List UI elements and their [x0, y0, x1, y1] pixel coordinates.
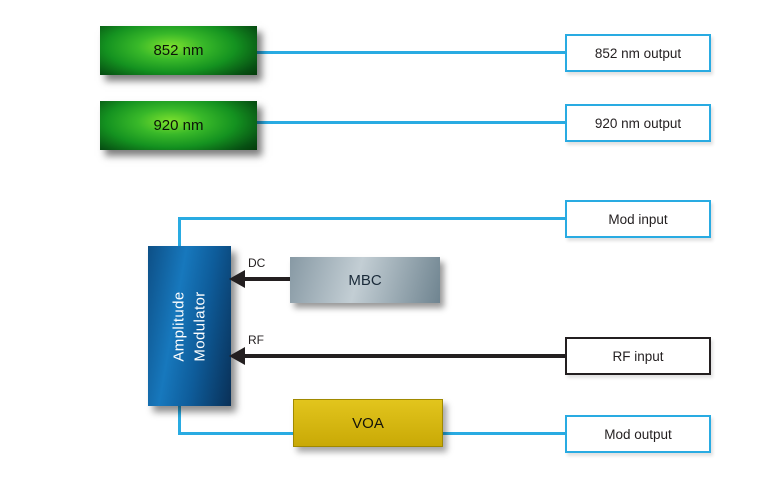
dc-arrowhead-icon — [229, 270, 245, 288]
rf-input-label: RF input — [612, 348, 664, 364]
dc-wire-label: DC — [248, 256, 266, 270]
laser-920-label: 920 nm — [153, 117, 204, 134]
wire-mod-output-vertical — [178, 404, 181, 435]
wire-920-to-output — [250, 121, 567, 124]
wire-mod-input-vertical — [178, 217, 181, 249]
voa-box: VOA — [293, 399, 443, 447]
mod-output-box: Mod output — [565, 415, 711, 453]
rf-wire-label: RF — [248, 333, 264, 347]
mod-input-label: Mod input — [608, 211, 668, 227]
laser-852-box: 852 nm — [100, 26, 257, 75]
wire-rf — [244, 354, 565, 358]
amplitude-modulator-box: Amplitude Modulator — [148, 246, 231, 406]
wire-dc — [244, 277, 292, 281]
output-852-box: 852 nm output — [565, 34, 711, 72]
output-920-box: 920 nm output — [565, 104, 711, 142]
amplitude-modulator-label: Amplitude Modulator — [148, 246, 231, 406]
laser-920-box: 920 nm — [100, 101, 257, 150]
laser-852-label: 852 nm — [153, 42, 204, 59]
mod-output-label: Mod output — [604, 426, 672, 442]
rf-input-box: RF input — [565, 337, 711, 375]
wire-mod-input-horizontal — [178, 217, 567, 220]
rf-arrowhead-icon — [229, 347, 245, 365]
mod-input-box: Mod input — [565, 200, 711, 238]
output-852-label: 852 nm output — [594, 45, 682, 61]
amplitude-modulator-label-line1: Amplitude — [170, 290, 188, 362]
voa-label: VOA — [352, 414, 384, 432]
amplitude-modulator-label-line2: Modulator — [190, 290, 208, 362]
mbc-box: MBC — [290, 257, 440, 303]
wire-852-to-output — [250, 51, 567, 54]
mbc-label: MBC — [348, 271, 382, 289]
output-920-label: 920 nm output — [594, 115, 682, 131]
